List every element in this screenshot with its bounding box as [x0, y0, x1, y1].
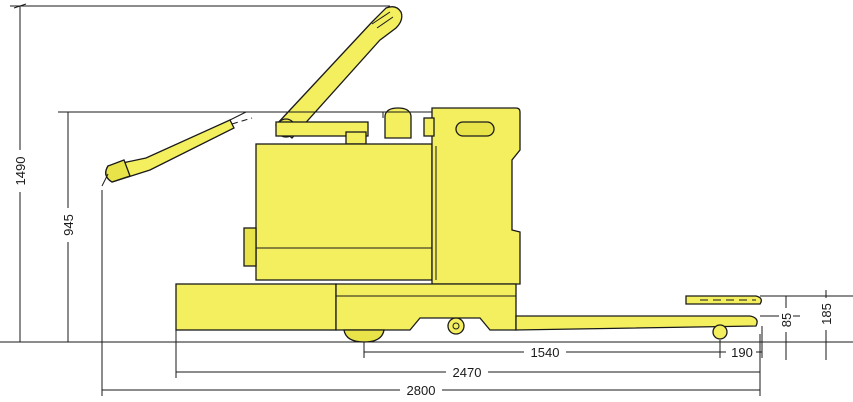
dimension-fork-heights: 85 185: [760, 290, 853, 360]
dimension-wheelbase: 1540: [363, 340, 721, 360]
dimension-fork-tip: 190: [720, 326, 763, 360]
drive-wheel: [343, 329, 385, 343]
tiller-raised: [275, 6, 403, 139]
castor-wheel: [447, 317, 465, 335]
extension-line: [101, 173, 109, 187]
dim-label-945: 945: [61, 214, 76, 236]
dimension-overall-height: 1490: [10, 3, 390, 342]
chassis: [175, 283, 517, 331]
dimension-overall-length: 2800: [101, 190, 761, 398]
dim-label-1540: 1540: [531, 345, 560, 360]
load-wheel: [712, 324, 728, 340]
dim-label-2470: 2470: [453, 365, 482, 380]
dim-label-85: 85: [779, 313, 794, 327]
dim-label-2800: 2800: [407, 383, 436, 398]
operator-mast: [423, 107, 521, 285]
dim-label-190: 190: [731, 345, 753, 360]
dimension-length-to-forks: 2470: [175, 330, 761, 380]
forks: [515, 295, 762, 331]
dimension-tiller-height: 945: [58, 111, 384, 342]
tiller-lowered: [105, 111, 253, 183]
dim-label-1490: 1490: [13, 157, 28, 186]
battery-housing: [243, 143, 433, 281]
dim-label-185: 185: [819, 303, 834, 325]
